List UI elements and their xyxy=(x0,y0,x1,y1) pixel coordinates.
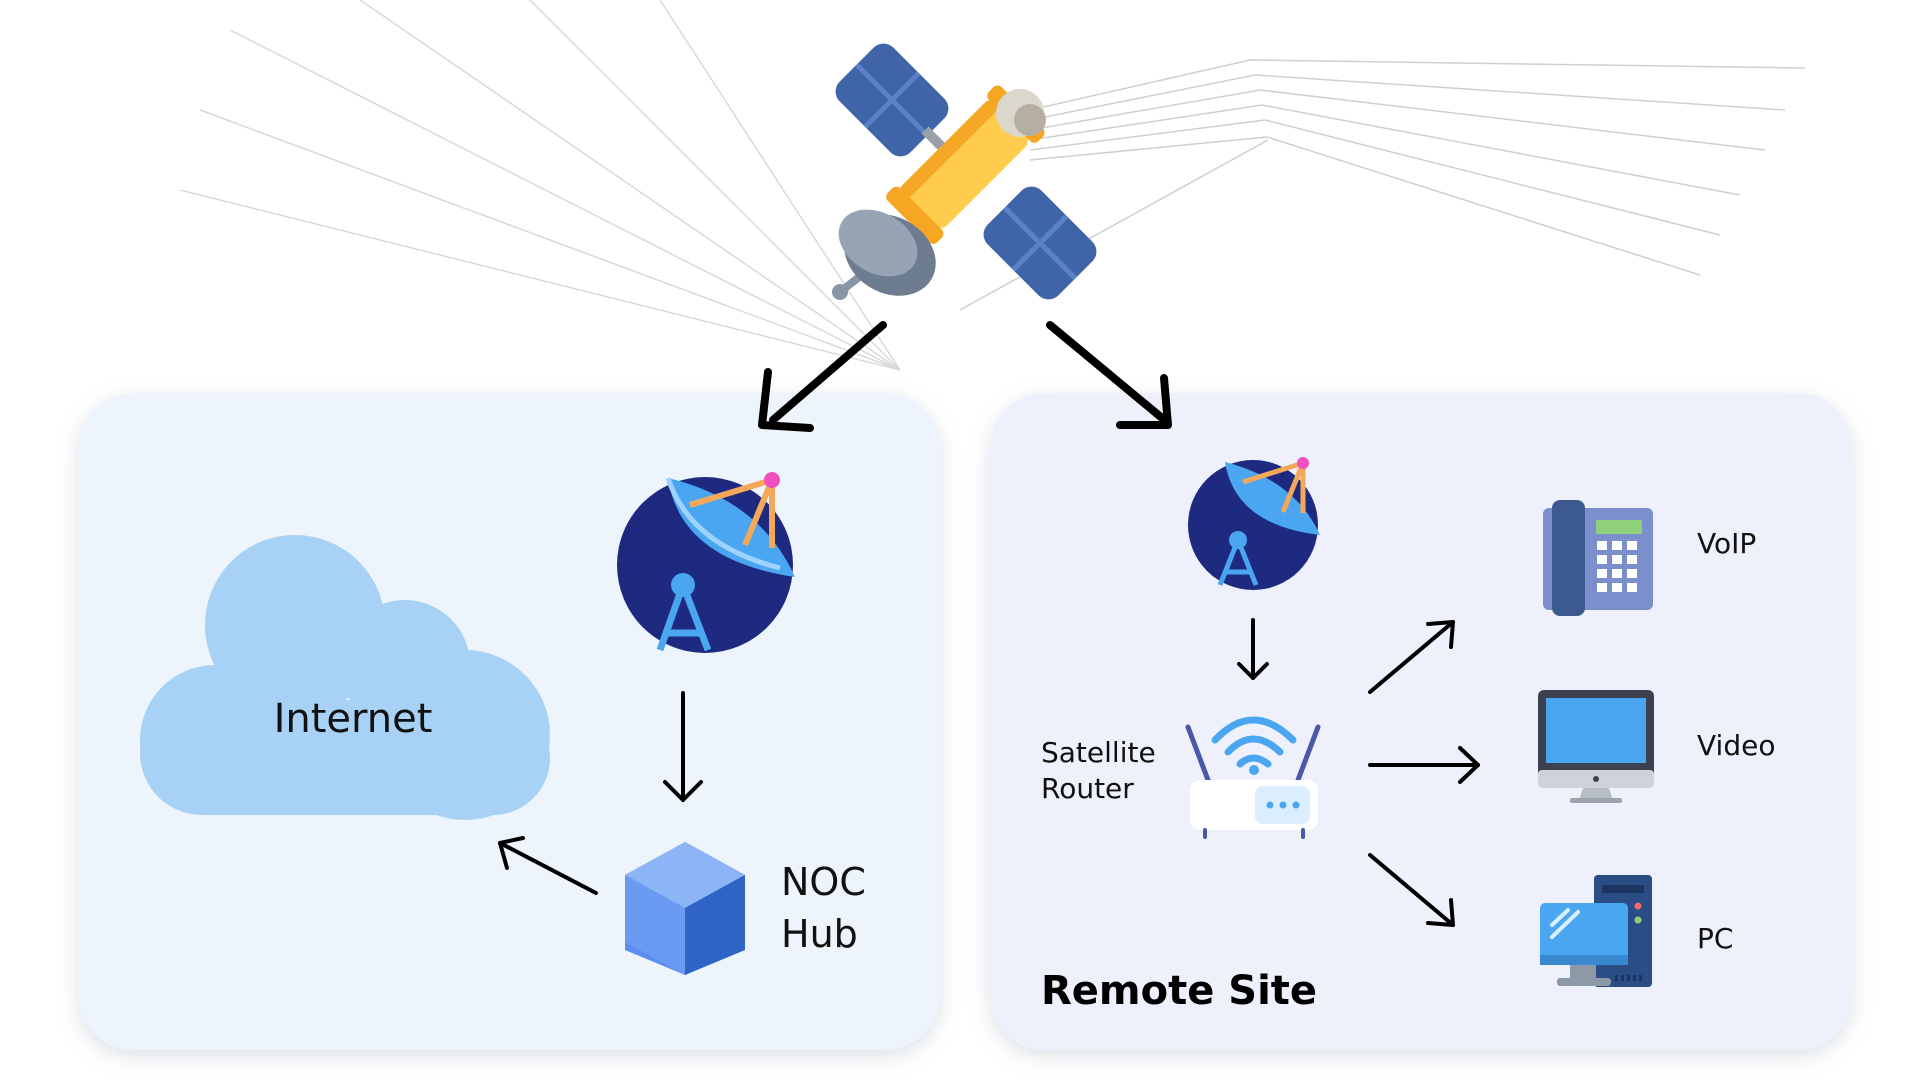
signal-lines-left xyxy=(179,0,901,371)
remote-site-title: Remote Site xyxy=(1041,968,1317,1014)
internet-label: Internet xyxy=(274,696,433,742)
desktop-pc-icon xyxy=(1540,875,1652,987)
arrow-dish-to-hub xyxy=(663,691,703,802)
desk-phone-icon xyxy=(1543,500,1653,616)
arrow-router-to-video xyxy=(1368,746,1480,784)
router-label-line1: Satellite xyxy=(1041,736,1156,769)
device-label-video: Video xyxy=(1697,729,1775,762)
arrow-satellite-to-remote xyxy=(1046,321,1172,429)
router-label-line2: Router xyxy=(1041,772,1134,805)
noc-hub-cube-icon xyxy=(625,842,745,975)
arrow-satellite-to-noc xyxy=(758,321,887,432)
monitor-icon xyxy=(1538,690,1654,803)
arrow-router-to-pc xyxy=(1368,853,1455,927)
arrow-hub-to-internet xyxy=(498,836,598,895)
remote-satellite-dish-icon xyxy=(1188,457,1320,590)
device-label-pc: PC xyxy=(1697,922,1733,955)
hub-label-line1: NOC xyxy=(781,860,866,904)
satellite-icon xyxy=(832,43,1097,300)
noc-satellite-dish-icon xyxy=(617,472,795,653)
satellite-router-icon xyxy=(1185,716,1321,839)
arrow-router-to-voip xyxy=(1368,620,1455,694)
arrow-dish-to-router xyxy=(1237,618,1269,680)
internet-cloud-icon xyxy=(140,535,550,820)
signal-lines-right xyxy=(959,59,1806,311)
hub-label-line2: Hub xyxy=(781,912,858,956)
device-label-voip: VoIP xyxy=(1697,527,1756,560)
